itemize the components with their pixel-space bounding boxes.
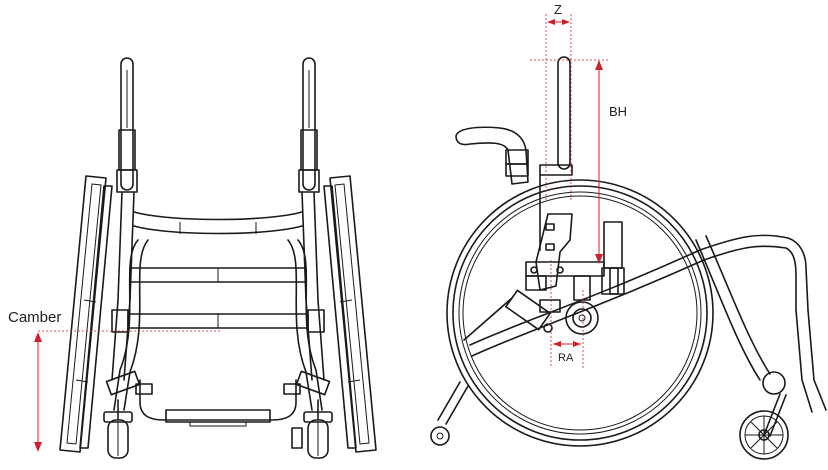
left-rear-wheel xyxy=(59,175,113,453)
ra-label: RA xyxy=(558,352,574,364)
bh-dimension xyxy=(530,59,610,264)
z-label: Z xyxy=(554,2,562,17)
bh-label: BH xyxy=(609,104,627,119)
right-rear-wheel xyxy=(323,175,377,453)
side-rear-wheel xyxy=(446,179,714,447)
camber-label: Camber xyxy=(8,309,61,326)
side-back-post xyxy=(539,56,573,251)
side-view: Z BH RA xyxy=(430,2,827,460)
footrest xyxy=(139,379,297,427)
z-dimension xyxy=(545,14,572,200)
axle-bracket xyxy=(525,213,605,333)
front-view: Camber xyxy=(8,57,377,459)
armrest xyxy=(455,126,529,185)
right-back-post xyxy=(298,57,320,193)
ra-dimension xyxy=(550,260,584,368)
camber-dimension xyxy=(34,330,220,452)
side-anti-tip xyxy=(430,381,469,446)
left-caster xyxy=(103,399,133,459)
left-back-post xyxy=(116,57,138,193)
side-frame xyxy=(469,234,809,381)
seat-frame xyxy=(127,267,309,329)
side-front-caster xyxy=(739,393,789,460)
backrest xyxy=(133,211,303,235)
right-caster xyxy=(291,399,333,459)
